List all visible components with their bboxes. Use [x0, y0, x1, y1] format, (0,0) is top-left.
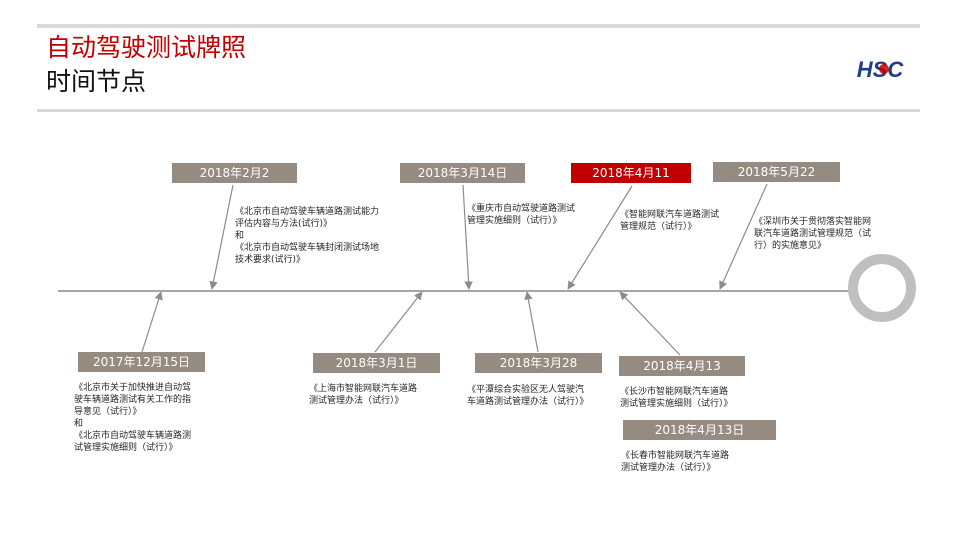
date-label-2018-02-02: 2018年2月2 [172, 163, 297, 183]
desc-line: 测试管理办法（试行）》 [309, 396, 404, 406]
desc-line: 测试管理实施细则（试行）》 [620, 399, 733, 409]
desc-line: 《北京市关于加快推进自动驾 [74, 383, 192, 393]
top-divider [37, 24, 920, 28]
date-label-2018-04-11: 2018年4月11 [571, 163, 691, 183]
desc-line: 《长春市智能网联汽车道路 [621, 451, 730, 461]
desc-line: 车道路测试管理办法（试行）》 [467, 397, 589, 407]
desc-line: 《平潭综合实验区无人驾驶汽 [467, 385, 585, 395]
desc-line: 《长沙市智能网联汽车道路 [620, 387, 729, 397]
date-label-2018-04-13-changsha: 2018年4月13 [619, 356, 745, 376]
arrow-upper-1 [209, 184, 234, 290]
milestone-desc-2017-12-15: 《北京市关于加快推进自动驾 驶车辆道路测试有关工作的指 导意见（试行）》 和 《… [74, 382, 191, 454]
desc-line: 导意见（试行）》 [74, 407, 142, 417]
milestone-desc-2018-03-01: 《上海市智能网联汽车道路 测试管理办法（试行）》 [309, 383, 417, 407]
milestone-desc-2018-04-13-changsha: 《长沙市智能网联汽车道路 测试管理实施细则（试行）》 [620, 386, 733, 410]
desc-line: 《智能网联汽车道路测试 [620, 210, 720, 220]
date-label-2018-03-14: 2018年3月14日 [400, 163, 525, 183]
desc-line: 行）的实施意见》 [754, 241, 827, 251]
header-divider [37, 109, 920, 112]
date-label-2018-03-28: 2018年3月28 [475, 353, 602, 373]
milestone-desc-2018-03-28: 《平潭综合实验区无人驾驶汽 车道路测试管理办法（试行）》 [467, 384, 589, 408]
desc-line: 测试管理办法（试行）》 [621, 463, 716, 473]
timeline-axis [58, 290, 858, 292]
page-title: 自动驾驶测试牌照 [46, 33, 247, 62]
date-label-2017-12-15: 2017年12月15日 [78, 352, 205, 372]
desc-line: 和 [74, 419, 84, 429]
milestone-desc-2018-03-14: 《重庆市自动驾驶道路测试 管理实施细则（试行）》 [467, 203, 575, 227]
arrow-lower-2 [374, 291, 423, 353]
desc-line: 《重庆市自动驾驶道路测试 [467, 204, 576, 214]
milestone-desc-2018-02-02: 《北京市自动驾驶车辆道路测试能力 评估内容与方法(试行)》 和 《北京市自动驾驶… [235, 206, 379, 266]
desc-line: 管理实施细则（试行）》 [467, 216, 562, 226]
desc-line: 技术要求(试行)》 [235, 255, 306, 265]
desc-line: 《深圳市关于贯彻落实智能网 [754, 217, 872, 227]
desc-line: 《北京市自动驾驶车辆封闭测试场地 [235, 243, 380, 253]
arrow-lower-1 [141, 291, 163, 353]
hsc-logo: HSC [857, 57, 905, 82]
arrow-lower-3 [524, 291, 539, 353]
desc-line: 《北京市自动驾驶车辆道路测 [74, 431, 192, 441]
milestone-desc-2018-04-11: 《智能网联汽车道路测试 管理规范（试行）》 [620, 209, 719, 233]
desc-line: 和 [235, 231, 245, 241]
desc-line: 评估内容与方法(试行)》 [235, 219, 333, 229]
arrow-upper-2 [462, 184, 473, 290]
timeline-end-ring [848, 254, 916, 322]
date-label-2018-04-13-changchun: 2018年4月13日 [623, 420, 776, 440]
date-label-2018-03-01: 2018年3月1日 [313, 353, 440, 373]
page-subtitle: 时间节点 [46, 67, 147, 96]
desc-line: 管理规范（试行）》 [620, 222, 697, 232]
desc-line: 《北京市自动驾驶车辆道路测试能力 [235, 207, 380, 217]
desc-line: 联汽车道路测试管理规范（试 [754, 229, 872, 239]
milestone-desc-2018-05-22: 《深圳市关于贯彻落实智能网 联汽车道路测试管理规范（试 行）的实施意见》 [754, 216, 871, 252]
arrow-lower-4 [619, 291, 681, 356]
date-label-2018-05-22: 2018年5月22 [713, 162, 840, 182]
arrow-upper-3 [567, 185, 633, 290]
desc-line: 《上海市智能网联汽车道路 [309, 384, 418, 394]
desc-line: 驶车辆道路测试有关工作的指 [74, 395, 192, 405]
milestone-desc-2018-04-13-changchun: 《长春市智能网联汽车道路 测试管理办法（试行）》 [621, 450, 729, 474]
desc-line: 试管理实施细则（试行）》 [74, 443, 178, 453]
